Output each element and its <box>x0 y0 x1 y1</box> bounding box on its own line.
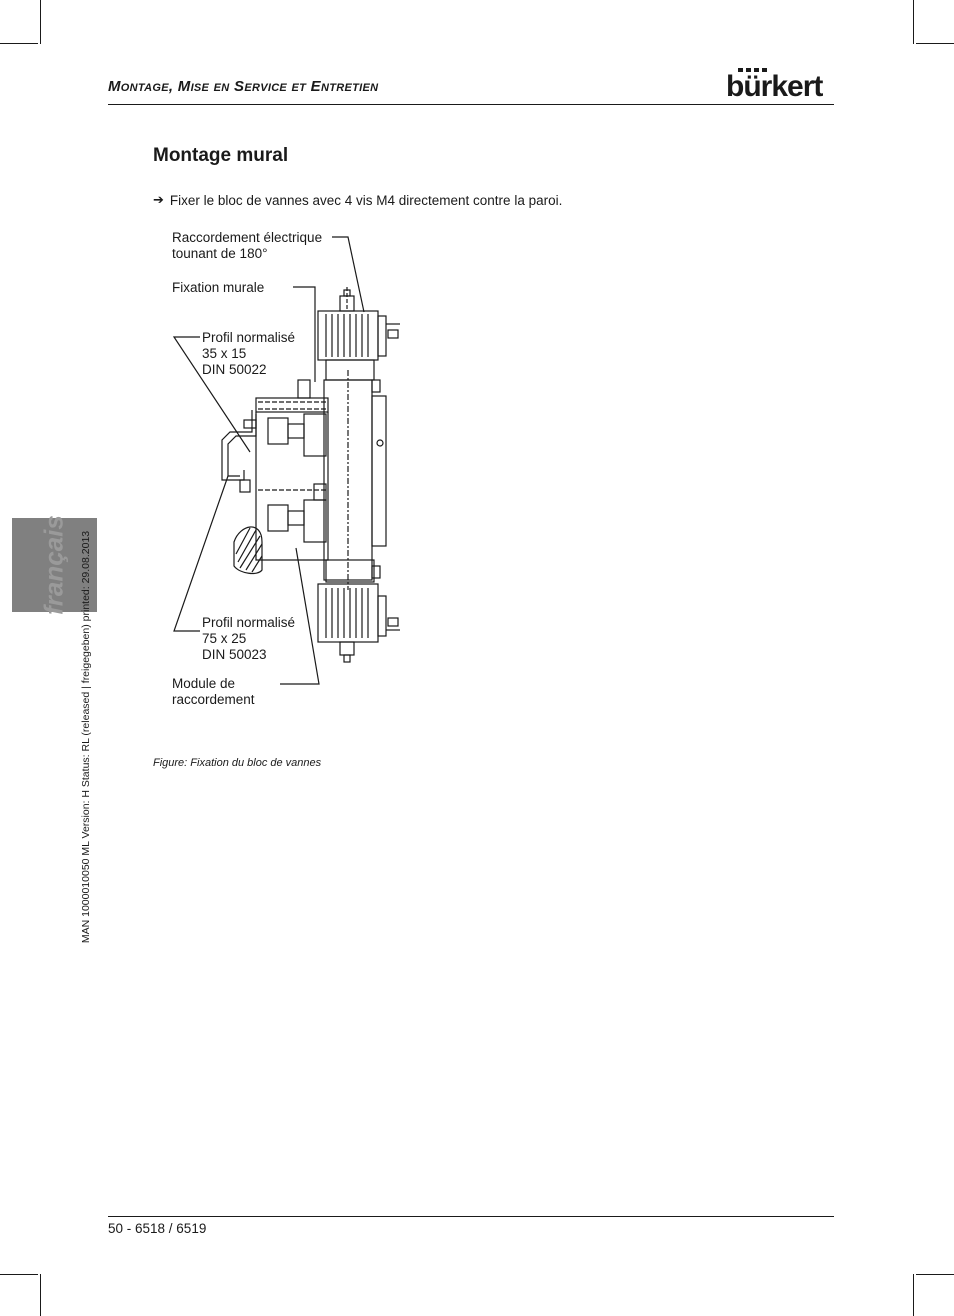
label-wall-mount: Fixation murale <box>172 280 265 295</box>
crop-mark-bottom-left-v <box>40 1274 41 1316</box>
footer-rule <box>108 1216 834 1217</box>
chapter-title: Montage, Mise en Service et Entretien <box>108 78 379 95</box>
document-meta: MAN 1000010050 ML Version: H Status: RL … <box>80 530 92 944</box>
header-rule <box>108 104 834 105</box>
label-profile-75x25: Profil normalisé 75 x 25 DIN 50023 <box>202 615 296 662</box>
crop-mark-top-left-v <box>40 0 41 44</box>
burkert-logo: bürkert <box>726 68 824 102</box>
page-number: 50 - 6518 / 6519 <box>108 1221 207 1236</box>
label-profile-35x15: Profil normalisé 35 x 15 DIN 50022 <box>202 330 296 377</box>
crop-mark-bottom-right-h <box>916 1274 954 1275</box>
crop-mark-bottom-right-v <box>913 1274 914 1316</box>
crop-mark-top-right-v <box>913 0 914 44</box>
language-tab-text: français <box>38 515 69 615</box>
label-electrical-connection: Raccordement électrique tounant de 180° <box>172 230 323 261</box>
crop-mark-top-right-h <box>916 43 954 44</box>
crop-mark-bottom-left-h <box>0 1274 38 1275</box>
logo-text: bürkert <box>726 70 823 102</box>
language-tab <box>12 518 97 612</box>
label-connection-module: Module de raccordement <box>172 676 255 707</box>
instruction-line: ➔ Fixer le bloc de vannes avec 4 vis M4 … <box>153 192 562 208</box>
instruction-text: Fixer le bloc de vannes avec 4 vis M4 di… <box>169 192 563 208</box>
section-title: Montage mural <box>153 145 289 166</box>
arrow-right-icon: ➔ <box>153 192 164 207</box>
crop-mark-top-left-h <box>0 43 38 44</box>
figure-caption: Figure: Fixation du bloc de vannes <box>153 757 322 769</box>
